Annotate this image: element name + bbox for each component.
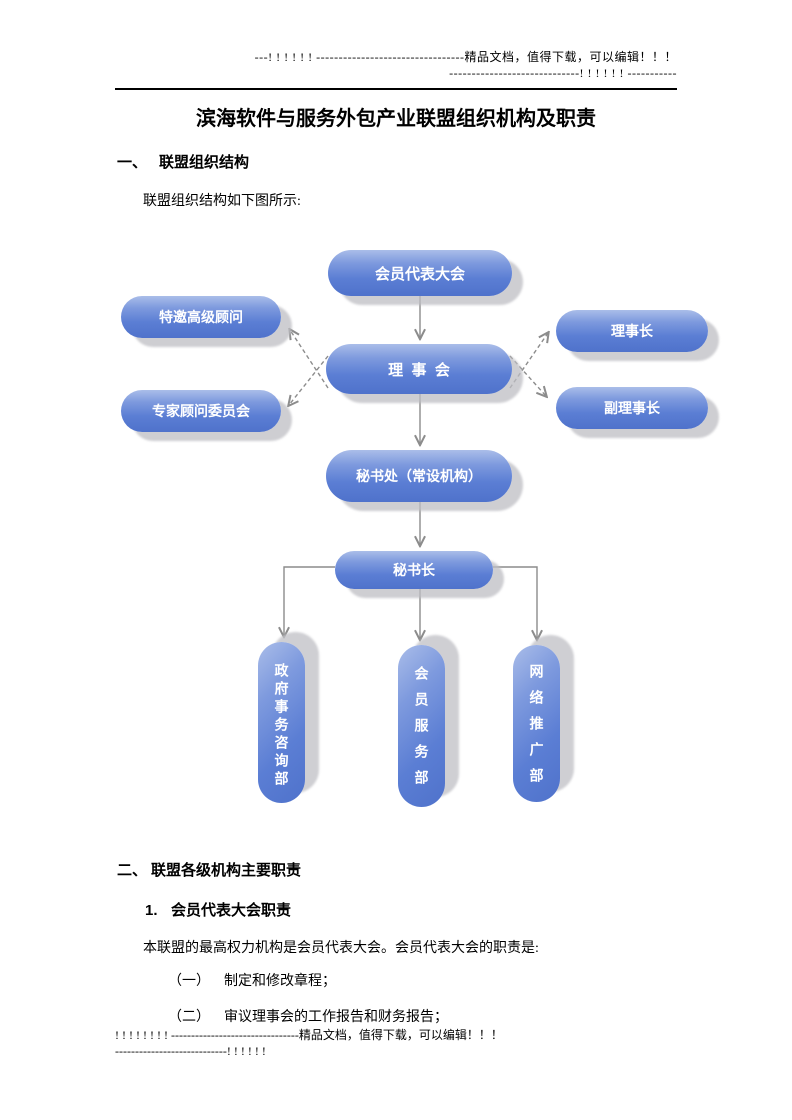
org-node-council: 理 事 会 xyxy=(326,344,512,394)
org-node-vice-chairman: 副理事长 xyxy=(556,387,708,429)
org-node-senior-advisors: 特邀高级顾问 xyxy=(121,296,281,338)
list-item-text: 审议理事会的工作报告和财务报告； xyxy=(224,1010,448,1025)
list-item-marker: （一） xyxy=(168,974,210,989)
header-watermark-line1: ---! ! ! ! ! ! -------------------------… xyxy=(254,50,677,64)
org-node-secretary-general: 秘书长 xyxy=(335,551,493,589)
section2-paragraph: 本联盟的最高权力机构是会员代表大会。会员代表大会的职责是: xyxy=(143,941,539,956)
section1-heading: 一、联盟组织结构 xyxy=(117,151,249,172)
org-node-member-service-dept: 会员服务部 xyxy=(398,645,445,807)
section1-heading-text: 联盟组织结构 xyxy=(159,154,250,171)
section2-heading-text: 联盟各级机构主要职责 xyxy=(151,862,302,879)
section1-number: 一、 xyxy=(117,154,148,171)
section2-heading: 二、联盟各级机构主要职责 xyxy=(117,859,301,880)
list-item: （一） 制定和修改章程； xyxy=(168,970,336,990)
org-node-network-promotion-dept: 网络推广部 xyxy=(513,645,560,802)
org-node-secretariat: 秘书处（常设机构） xyxy=(326,450,512,502)
section2-sub1-number: 1. xyxy=(145,902,158,919)
section2-number: 二、 xyxy=(117,862,148,879)
list-item: （二） 审议理事会的工作报告和财务报告； xyxy=(168,1006,448,1026)
org-node-members-congress: 会员代表大会 xyxy=(328,250,512,296)
section2-sub1-heading: 1. 会员代表大会职责 xyxy=(145,899,291,920)
footer-watermark-line1: ! ! ! ! ! ! ! ! ------------------------… xyxy=(115,1028,503,1042)
org-node-chairman: 理事长 xyxy=(556,310,708,352)
list-item-text: 制定和修改章程； xyxy=(224,974,336,989)
section2-sub1-heading-text: 会员代表大会职责 xyxy=(171,902,292,919)
header-watermark-line2: -----------------------------! ! ! ! ! !… xyxy=(449,66,677,80)
org-node-expert-committee: 专家顾问委员会 xyxy=(121,390,281,432)
section1-intro: 联盟组织结构如下图所示: xyxy=(143,194,301,209)
org-node-gov-affairs-dept: 政府事务咨询部 xyxy=(258,642,305,803)
page-title: 滨海软件与服务外包产业联盟组织机构及职责 xyxy=(196,108,596,130)
footer-watermark-line2: ----------------------------! ! ! ! ! ! xyxy=(115,1044,266,1058)
header-divider xyxy=(115,88,677,90)
list-item-marker: （二） xyxy=(168,1010,210,1025)
